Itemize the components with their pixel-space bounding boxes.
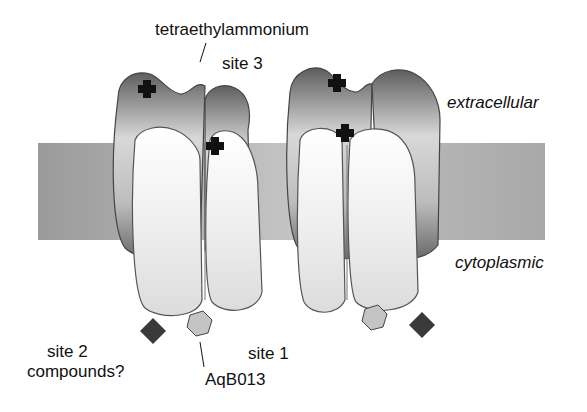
compound-label: AqB013 <box>205 370 266 390</box>
site-label: site 1 <box>248 344 289 364</box>
site2-diamond <box>140 318 166 344</box>
ligand-name: tetraethylammonium <box>155 20 309 40</box>
pore-line <box>205 150 206 300</box>
site2-diamond <box>409 312 435 338</box>
site1-hexagon <box>187 311 212 336</box>
compound-label: compounds? <box>27 362 124 382</box>
front-subunit <box>132 127 202 315</box>
front-subunit <box>206 131 262 311</box>
region-label: extracellular <box>447 93 539 113</box>
front-subunit <box>348 129 418 310</box>
pore-line <box>347 145 348 300</box>
front-subunit <box>297 128 345 312</box>
region-label: cytoplasmic <box>455 253 544 273</box>
leader-line <box>200 43 206 62</box>
site1-hexagon <box>362 305 387 330</box>
leader-line <box>200 342 204 367</box>
site-label: site 3 <box>222 54 263 74</box>
site-label: site 2 <box>47 342 88 362</box>
tea-crosses <box>138 74 354 155</box>
